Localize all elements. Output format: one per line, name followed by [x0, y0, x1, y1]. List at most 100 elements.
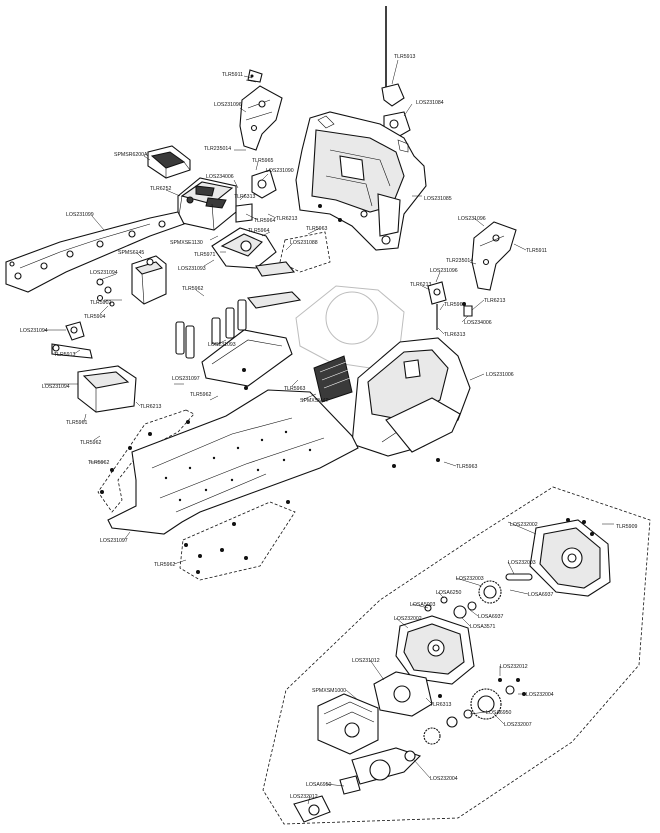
- callout-label: TLR5963: [306, 226, 327, 232]
- callout-label: LOSA6937: [478, 614, 503, 620]
- callout-label: TLR5964: [444, 302, 465, 308]
- steering-assembly: [211, 169, 277, 269]
- callout-label: TLR5965: [252, 158, 273, 164]
- battery-strap: [201, 329, 293, 387]
- servo-horn-parts: [96, 278, 122, 307]
- callout-label: TLR5904: [84, 314, 105, 320]
- front-bulkhead: [295, 111, 427, 251]
- callout-label: LOS231012: [352, 658, 380, 664]
- esc-unit: [177, 177, 237, 231]
- right-steering-post: [427, 281, 473, 330]
- callout-label: TLR5961: [66, 420, 87, 426]
- callout-label: TLR5913: [54, 352, 75, 358]
- callout-label: TLR5962: [154, 562, 175, 568]
- callout-label: TLR6313: [430, 702, 451, 708]
- callout-label: TLR5911: [222, 72, 243, 78]
- callout-label: LOS231093: [208, 342, 236, 348]
- drive-shaft-parts: [293, 709, 473, 823]
- callout-label: LOS231097: [100, 538, 128, 544]
- motor-ghost-outline: [295, 285, 405, 369]
- lower-screws-group-outline: [97, 409, 195, 513]
- callout-label: LOSA6937: [528, 592, 553, 598]
- antenna-assembly: [381, 6, 411, 139]
- callout-label: LOSA6950: [486, 710, 511, 716]
- callout-label: LOS234006: [464, 320, 492, 326]
- callout-label: TLR6313: [234, 194, 255, 200]
- callout-label: LOSA3571: [470, 624, 495, 630]
- callout-label: TLR5963: [284, 386, 305, 392]
- bottom-screws-group-outline: [179, 501, 296, 581]
- callout-label: TLR6213: [276, 216, 297, 222]
- callout-label: LOS231094: [20, 328, 48, 334]
- callout-label: LOS232012: [500, 664, 528, 670]
- transmission-case: [529, 519, 611, 597]
- motor-mount: [373, 671, 433, 717]
- callout-label: LOS231006: [486, 372, 514, 378]
- callout-label: LOS232007: [504, 722, 532, 728]
- callout-label: TLR6213: [484, 298, 505, 304]
- top-chassis-brace: [5, 211, 185, 293]
- callout-label: TLR6252: [150, 186, 171, 192]
- motor-heatsink: [313, 355, 353, 403]
- callout-label: LOS231088: [290, 240, 318, 246]
- callout-label: TLR5962: [80, 440, 101, 446]
- callout-label: LOS231094: [42, 384, 70, 390]
- callout-label: TLR5913: [394, 54, 415, 60]
- callout-label: TLR6313: [444, 332, 465, 338]
- callout-label: LOSA5003: [410, 602, 435, 608]
- callout-label: LOS231093: [178, 266, 206, 272]
- callout-label: TLR5962: [182, 286, 203, 292]
- callout-label: TLR6213: [410, 282, 431, 288]
- callout-label: TLR6213: [140, 404, 161, 410]
- callout-label: LOS232003: [508, 560, 536, 566]
- callout-label: TLR5962: [88, 460, 109, 466]
- front-bumper-parts: [51, 321, 137, 413]
- callout-label: LOS232012: [290, 794, 318, 800]
- callout-label: SPMSR6200A: [114, 152, 148, 158]
- callout-label: LOS231085: [424, 196, 452, 202]
- callout-label: SPMS6145: [118, 250, 144, 256]
- callout-label: LOS234006: [206, 174, 234, 180]
- spur-gear-main: [470, 685, 515, 720]
- callout-label: SPMXSM4T: [300, 398, 329, 404]
- steering-servo: [131, 255, 167, 305]
- callout-label: TLR5971: [194, 252, 215, 258]
- callout-label: LOS231084: [416, 100, 444, 106]
- esc-group-outline: [279, 231, 331, 273]
- battery-posts: [175, 261, 302, 359]
- gearbox-housing: [395, 615, 475, 685]
- callout-label: TLR235014: [204, 146, 231, 152]
- callout-label: TLR5911: [526, 248, 547, 254]
- left-tower-bracket: [239, 69, 283, 151]
- right-tower-bracket: [471, 221, 517, 291]
- callout-label: LOS231097: [172, 376, 200, 382]
- callout-label: LOS232004: [430, 776, 458, 782]
- callout-label: SPMXSM1000: [312, 688, 346, 694]
- callout-label: LOS232002: [394, 616, 422, 622]
- callout-label: LOS231096: [458, 216, 486, 222]
- main-chassis-plate: [107, 389, 359, 535]
- callout-label: LOS231096: [430, 268, 458, 274]
- callout-label: TLR235014: [446, 258, 473, 264]
- chassis-screws: [100, 204, 594, 698]
- idler-gears: [424, 596, 477, 619]
- callout-label: TLR5964: [254, 218, 275, 224]
- callout-label: TLR5902: [90, 300, 111, 306]
- callout-label: LOS231096: [214, 102, 242, 108]
- callout-label: LOS232002: [510, 522, 538, 528]
- main-motor: [317, 693, 379, 755]
- callout-label: TLR5962: [190, 392, 211, 398]
- transmission-group-outline: [262, 486, 651, 825]
- callout-label: LOSA6250: [436, 590, 461, 596]
- callout-label: LOS231094: [90, 270, 118, 276]
- part-callouts: TLR5913 LOS231084 TLR5911 LOS231096 TLR2…: [20, 54, 637, 800]
- callout-label: LOSA6950: [306, 782, 331, 788]
- callout-label: TLR5909: [616, 524, 637, 530]
- callout-label: TLR5963: [456, 464, 477, 470]
- leader-lines: [44, 59, 614, 805]
- callout-label: LOS232003: [456, 576, 484, 582]
- receiver-box: [147, 145, 191, 179]
- callout-label: SPMXSE1130: [170, 240, 203, 246]
- callout-label: LOS231099: [66, 212, 94, 218]
